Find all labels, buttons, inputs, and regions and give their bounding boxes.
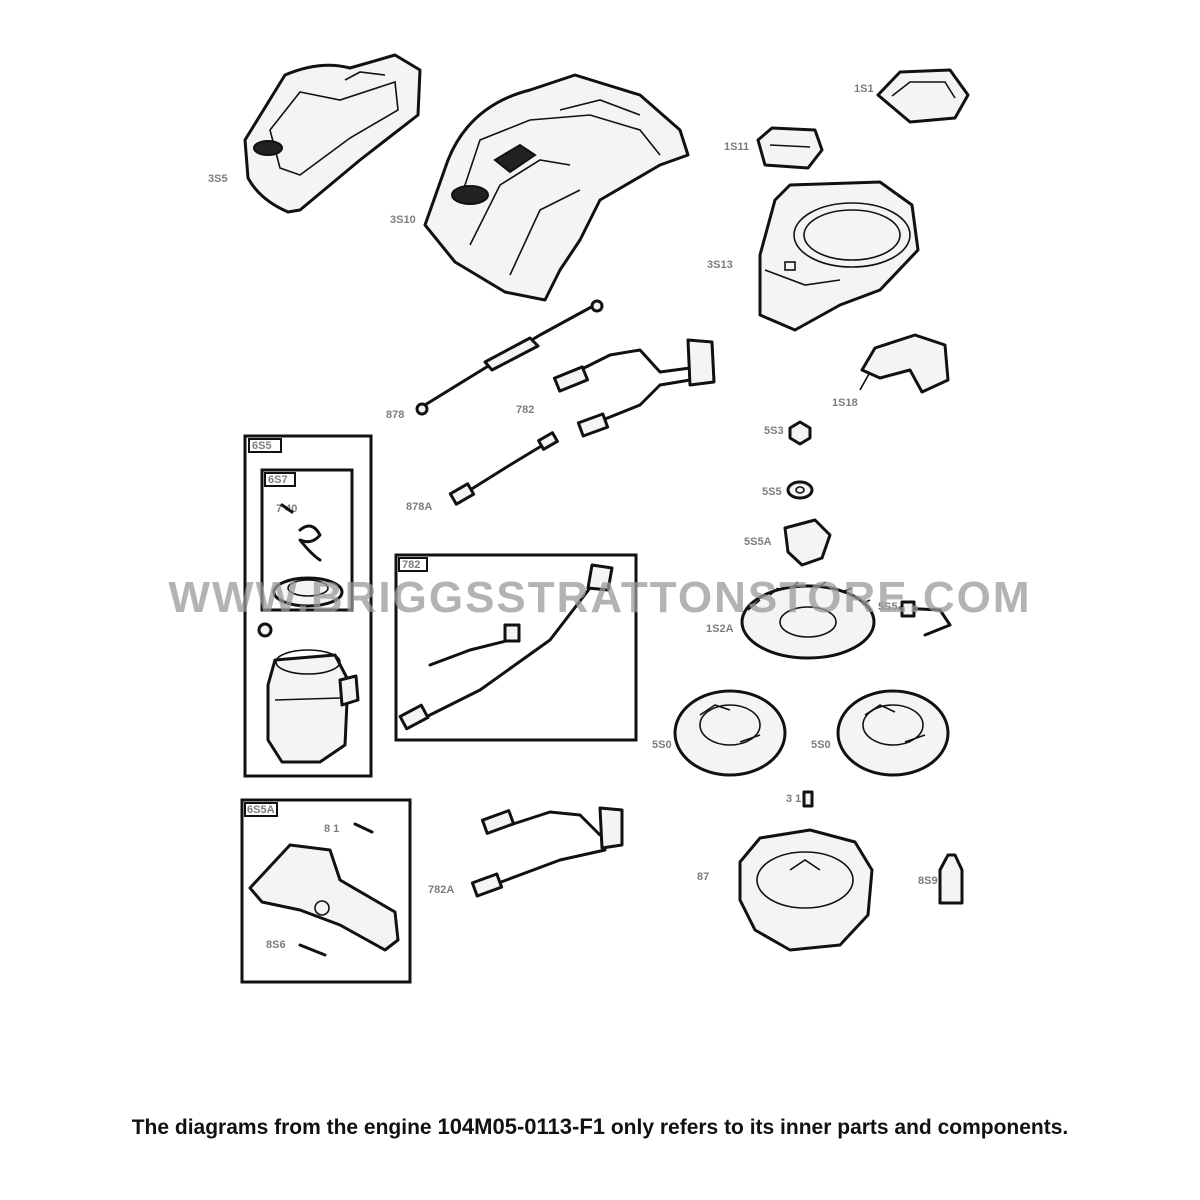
svg-text:1S1: 1S1 bbox=[854, 83, 874, 95]
fan-icon: 1S2A bbox=[706, 581, 876, 660]
control-assembly-box bbox=[240, 798, 412, 984]
wire-harness-icon: 782 bbox=[516, 338, 716, 438]
svg-text:3S10: 3S10 bbox=[390, 214, 416, 226]
svg-text:782: 782 bbox=[516, 404, 534, 416]
bracket-icon: 1S18 bbox=[832, 333, 950, 409]
svg-text:8S6: 8S6 bbox=[266, 939, 286, 951]
crankcase-icon: 87 bbox=[697, 828, 874, 952]
svg-text:1S11: 1S11 bbox=[724, 141, 749, 153]
svg-text:5S3: 5S3 bbox=[764, 425, 784, 437]
svg-text:1S2A: 1S2A bbox=[706, 623, 734, 635]
svg-text:3S5: 3S5 bbox=[208, 173, 228, 185]
drive-kit-box bbox=[260, 468, 354, 612]
wire-lead-icon: 878 bbox=[386, 299, 604, 421]
svg-text:5S0: 5S0 bbox=[811, 739, 831, 751]
air-guide-icon: 3S13 bbox=[707, 180, 920, 332]
wire-harness-icon: 782A bbox=[428, 806, 624, 898]
svg-text:878A: 878A bbox=[406, 501, 432, 513]
air-filter-icon: 1S11 bbox=[724, 126, 824, 170]
caption-prefix: The diagrams from the engine bbox=[131, 1116, 438, 1139]
blower-housing-icon: 3S10 bbox=[390, 73, 690, 302]
engine-model-number: 104M05-0113-F1 bbox=[437, 1114, 606, 1139]
svg-text:8S9: 8S9 bbox=[918, 875, 938, 887]
svg-text:3 1: 3 1 bbox=[786, 793, 801, 805]
harness-kit-icon: 782 bbox=[398, 557, 614, 731]
engine-cover-icon: 3S5 bbox=[208, 53, 422, 214]
control-bracket-icon: 6S5A 8 1 8S6 bbox=[244, 802, 400, 957]
svg-text:8 1: 8 1 bbox=[324, 823, 339, 835]
svg-text:6S5: 6S5 bbox=[252, 440, 272, 452]
svg-text:878: 878 bbox=[386, 409, 404, 421]
fan-retainer-icon: 5S5A bbox=[744, 518, 832, 567]
flywheel-icon: 5S0 bbox=[652, 689, 787, 777]
washer-icon: 5S5 bbox=[762, 480, 814, 500]
svg-text:6S5A: 6S5A bbox=[247, 804, 275, 816]
wire-lead-icon: 878A bbox=[406, 431, 559, 513]
svg-text:3S13: 3S13 bbox=[707, 259, 733, 271]
starter-motor-icon: 6S5 bbox=[248, 438, 360, 764]
svg-text:5S5A: 5S5A bbox=[744, 536, 772, 548]
diagram-caption: The diagrams from the engine 104M05-0113… bbox=[0, 1114, 1200, 1140]
key-icon: 3 1 bbox=[786, 790, 814, 808]
oil-bottle-icon: 8S9 bbox=[918, 853, 964, 905]
caption-suffix: only refers to its inner parts and compo… bbox=[605, 1116, 1069, 1139]
starter-motor-box bbox=[243, 434, 373, 778]
svg-text:1S18: 1S18 bbox=[832, 397, 858, 409]
filter-cover-icon: 1S1 bbox=[854, 68, 970, 124]
svg-text:782: 782 bbox=[402, 559, 420, 571]
svg-text:5S0: 5S0 bbox=[652, 739, 672, 751]
svg-text:87: 87 bbox=[697, 871, 709, 883]
svg-text:782A: 782A bbox=[428, 884, 454, 896]
svg-text:5S5: 5S5 bbox=[762, 486, 782, 498]
svg-text:5S5: 5S5 bbox=[878, 601, 898, 613]
drive-kit-icon: 6S7 7 40 bbox=[264, 472, 344, 608]
svg-text:7 40: 7 40 bbox=[276, 503, 297, 515]
flywheel-icon: 5S0 bbox=[811, 689, 950, 777]
bracket-icon: 5S5 bbox=[878, 600, 952, 637]
svg-text:6S7: 6S7 bbox=[268, 474, 288, 486]
harness-kit-box bbox=[394, 553, 638, 742]
nut-icon: 5S3 bbox=[764, 420, 812, 446]
